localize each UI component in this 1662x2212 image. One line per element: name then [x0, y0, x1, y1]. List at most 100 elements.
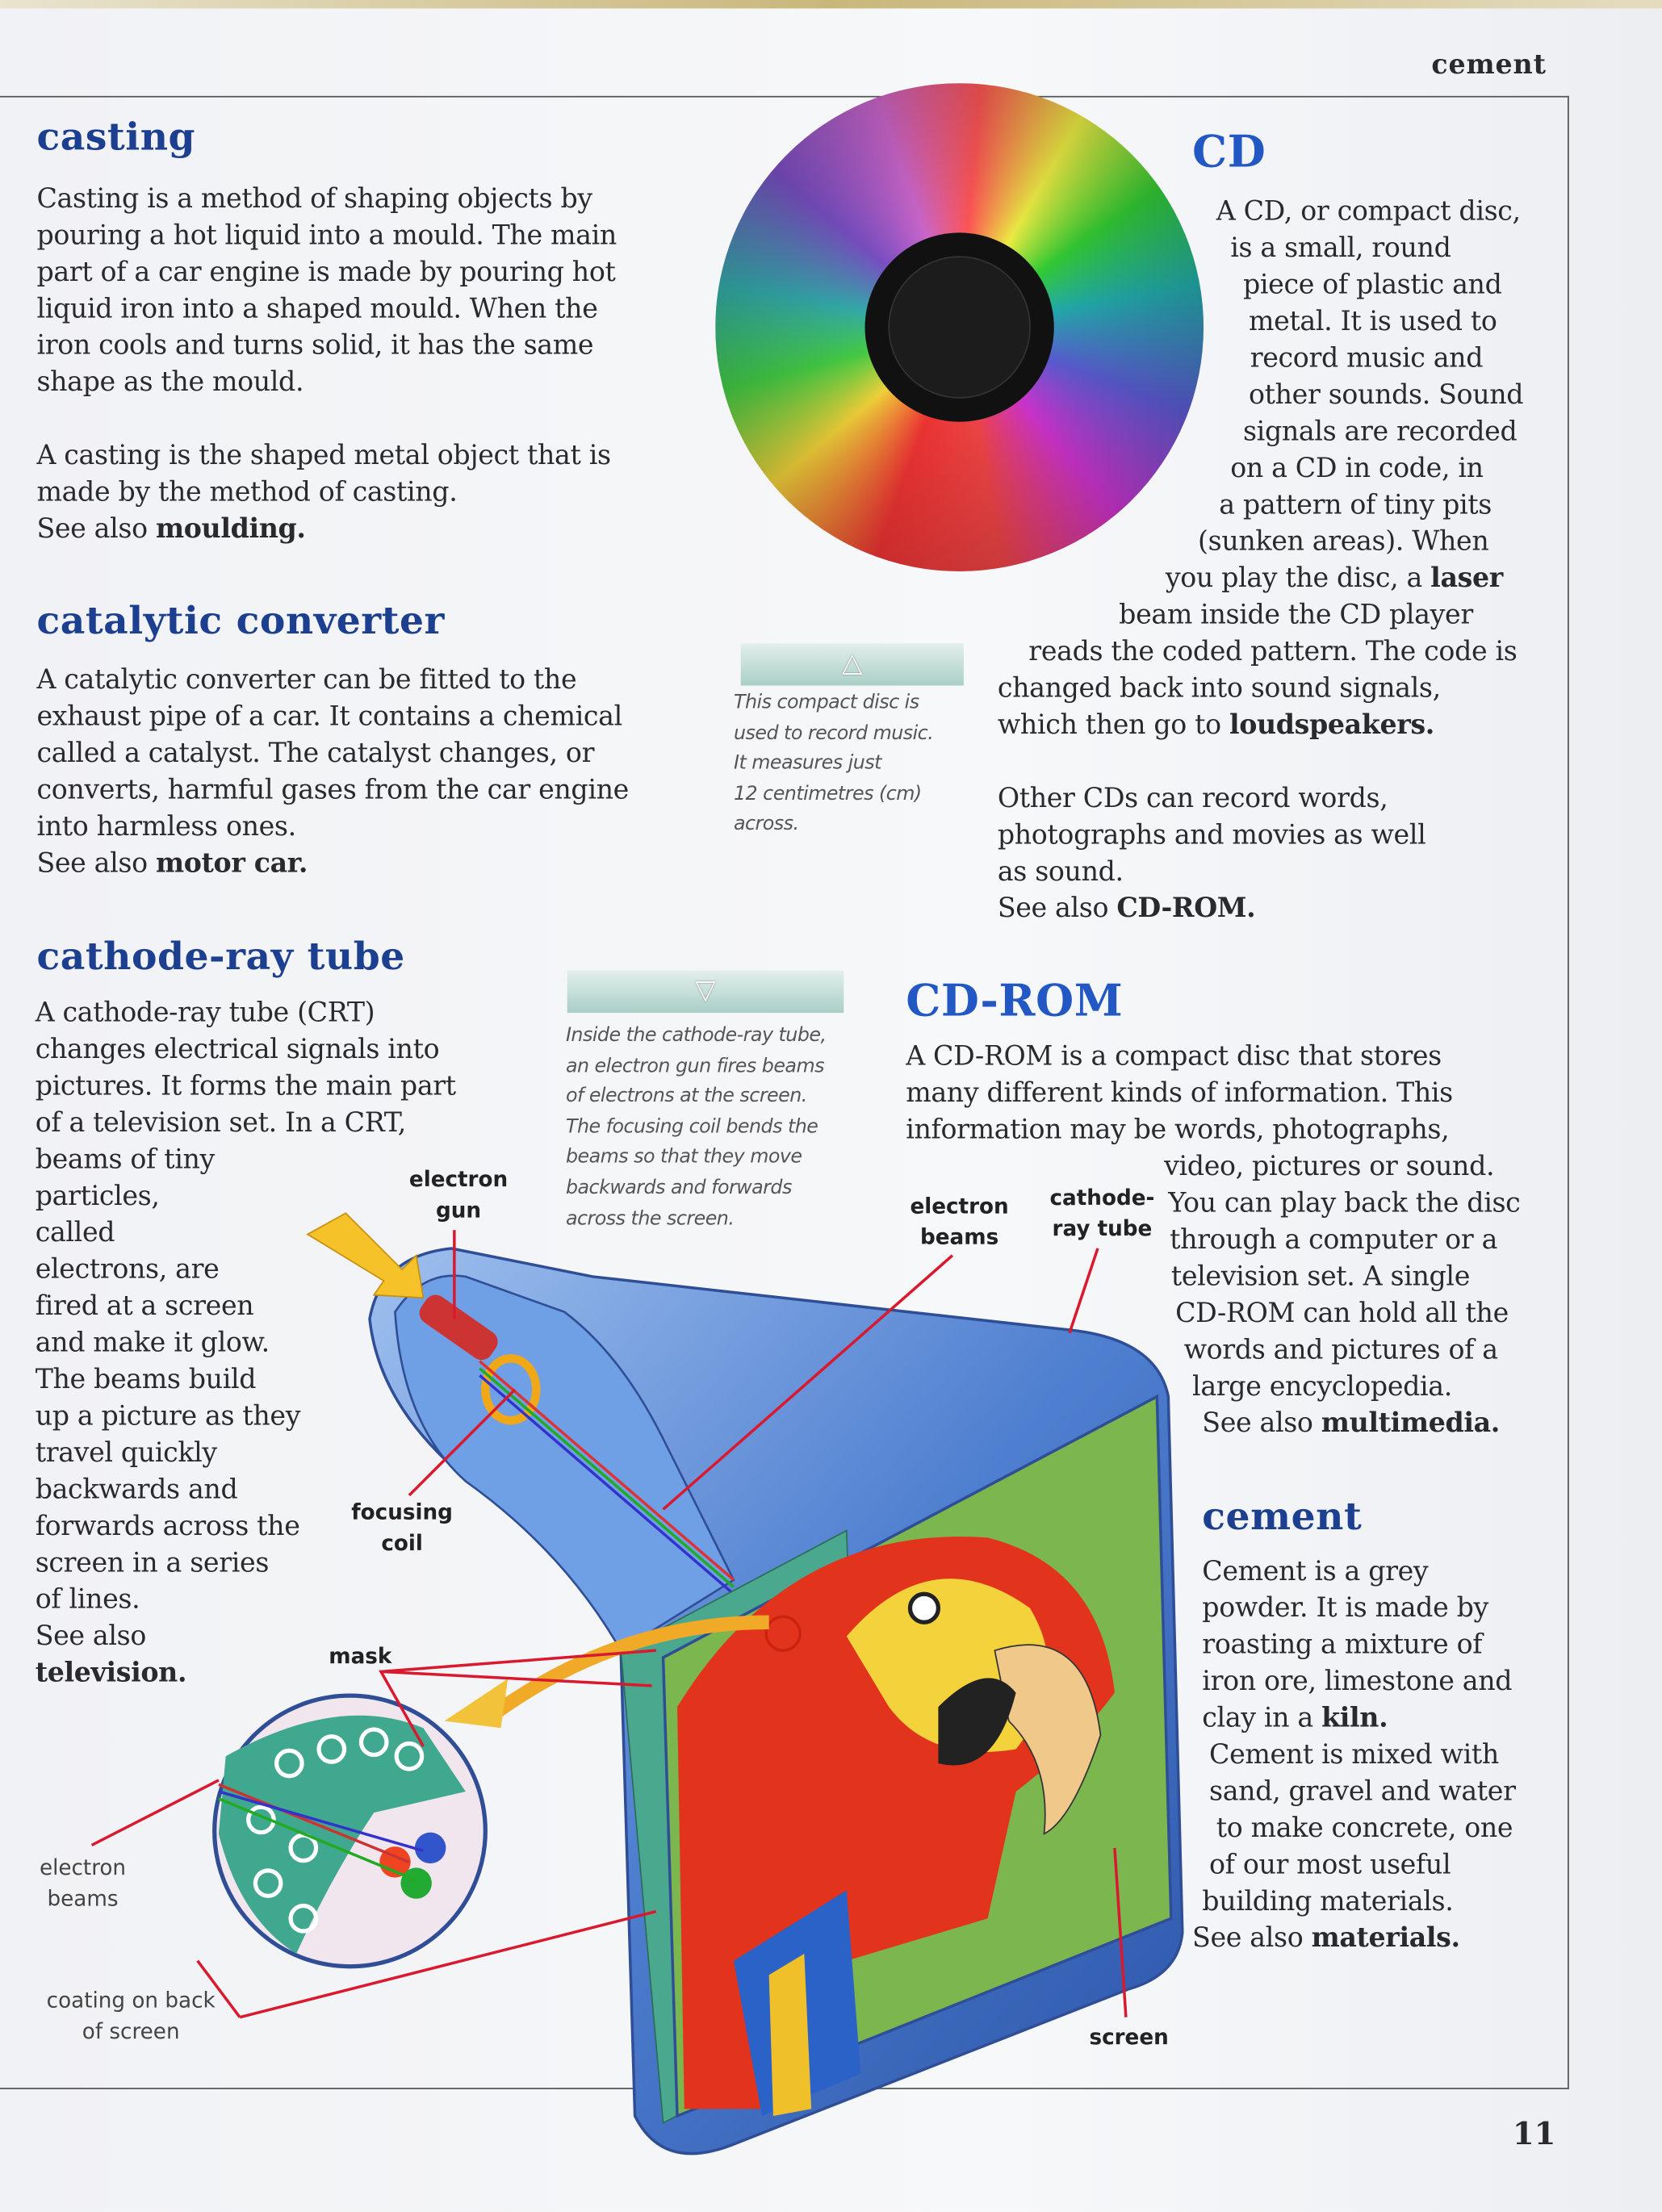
text-line: The beams build	[35, 1364, 257, 1395]
magnify-marker	[764, 1615, 802, 1652]
text-span: See also	[36, 513, 156, 545]
yellow-pointer-arrow	[306, 1212, 425, 1299]
text-line: made by the method of casting.	[36, 476, 458, 508]
label-screen: screen	[1089, 2024, 1169, 2050]
cross-reference-term: kiln.	[1321, 1702, 1388, 1734]
cross-reference-term: loudspeakers.	[1229, 709, 1435, 741]
text-line: is a small, round	[1230, 232, 1451, 264]
text-line: Casting is a method of shaping objects b…	[36, 183, 592, 215]
text-line: screen in a series	[35, 1547, 270, 1579]
text-line: as sound.	[997, 856, 1124, 888]
text-line: converts, harmful gases from the car eng…	[36, 774, 629, 806]
text-line: used to record music.	[733, 721, 934, 745]
label-mask: mask	[329, 1643, 392, 1669]
text-line: backwards and	[35, 1474, 238, 1506]
compact-disc-image	[715, 83, 1204, 571]
cross-reference-term: materials.	[1311, 1922, 1461, 1954]
text-line: iron ore, limestone and	[1202, 1666, 1513, 1697]
text-line: electrons, are	[35, 1253, 220, 1286]
text-span: which then go to	[997, 709, 1229, 741]
text-line: The focusing coil bends the	[565, 1115, 818, 1139]
text-line: piece of plastic and	[1242, 269, 1502, 301]
text-line: television.	[36, 1654, 456, 1691]
text-span: See also	[1202, 1407, 1321, 1439]
text-line: roasting a mixture of	[1202, 1629, 1483, 1661]
text-line: Other CDs can record words,	[997, 783, 1388, 814]
text-line: liquid iron into a shaped mould. When th…	[36, 293, 598, 325]
text-line: record music and	[1250, 342, 1484, 374]
pointer-lines	[90, 1230, 1128, 2019]
text-line: across the screen.	[565, 1206, 735, 1230]
text-line: into harmless ones.	[36, 811, 296, 843]
heading-cement: cement	[1202, 1495, 1363, 1540]
text-line: See also motor car.	[36, 845, 629, 881]
text-line: forwards across the	[35, 1511, 300, 1542]
text-line: of our most useful	[1209, 1849, 1451, 1881]
text-span: See also	[36, 847, 156, 880]
text-line: Cement is mixed with	[1209, 1739, 1499, 1771]
text-line: See also	[35, 1620, 147, 1652]
text-line: This compact disc is	[733, 691, 919, 714]
heading-cd: CD	[1192, 127, 1266, 178]
text-line: other sounds. Sound	[1248, 379, 1524, 411]
text-line: of a television set. In a CRT,	[35, 1107, 407, 1139]
electron-gun	[419, 1294, 498, 1361]
page-number: 11	[1512, 2116, 1556, 2153]
cross-reference-term: multimedia.	[1321, 1407, 1501, 1439]
down-triangle-icon: ▽	[695, 974, 716, 1006]
text-line: on a CD in code, in	[1230, 453, 1484, 484]
cross-reference-term: CD-ROM.	[1116, 893, 1256, 924]
text-line: fired at a screen	[35, 1290, 254, 1322]
text-line: signals are recorded	[1242, 416, 1518, 448]
text-line: which then go to loudspeakers.	[998, 707, 1523, 743]
text-line: television set. A single	[1170, 1261, 1471, 1293]
cross-reference-term: moulding.	[155, 513, 306, 545]
text-line: See also materials.	[1192, 1920, 1516, 1956]
text-line: called	[35, 1217, 115, 1248]
text-span: See also	[997, 893, 1117, 924]
cd-caption: This compact disc is used to record music…	[733, 688, 934, 841]
text-line: travel quickly	[35, 1437, 217, 1469]
text-line: many different kinds of information. Thi…	[906, 1077, 1453, 1109]
text-line: large encyclopedia.	[1192, 1371, 1452, 1403]
text-line: You can play back the disc	[1168, 1187, 1521, 1219]
text-line: A catalytic converter can be fitted to t…	[36, 664, 577, 696]
text-line: See also moulding.	[36, 511, 617, 547]
text-line: beams of tiny	[35, 1144, 216, 1176]
heading-catalytic-converter: catalytic converter	[36, 599, 445, 644]
text-line: metal. It is used to	[1248, 306, 1497, 337]
text-line: A CD-ROM is a compact disc that stores	[906, 1041, 1442, 1073]
heading-casting: casting	[36, 115, 196, 160]
cd-body: A CD, or compact disc, is a small, round p…	[997, 193, 1524, 926]
text-line: See also CD-ROM.	[998, 890, 1523, 926]
text-line: particles,	[35, 1181, 160, 1212]
cathode-ray-tube-body: A cathode-ray tube (CRT) changes electric…	[36, 994, 456, 1691]
text-line: to make concrete, one	[1216, 1813, 1513, 1844]
text-line: A CD, or compact disc,	[1216, 195, 1521, 228]
text-line: through a computer or a	[1170, 1224, 1498, 1256]
catalytic-converter-body: A catalytic converter can be fitted to t…	[36, 662, 629, 882]
text-line: shape as the mould.	[36, 366, 304, 398]
text-line: up a picture as they	[35, 1400, 301, 1432]
text-line: photographs and movies as well	[997, 819, 1426, 851]
heading-cd-rom: CD-ROM	[906, 976, 1124, 1027]
text-line: words and pictures of a	[1183, 1334, 1498, 1366]
focusing-coil	[481, 1354, 541, 1425]
text-line: across.	[733, 813, 799, 836]
text-line: Inside the cathode-ray tube,	[565, 1024, 827, 1047]
text-line: powder. It is made by	[1202, 1592, 1488, 1624]
text-line: changed back into sound signals,	[997, 672, 1441, 705]
text-line: A cathode-ray tube (CRT)	[35, 997, 375, 1029]
text-line: sand, gravel and water	[1209, 1775, 1516, 1808]
cd-rom-body: A CD-ROM is a compact disc that stores ma…	[906, 1039, 1521, 1442]
mask-inset	[212, 1693, 488, 1969]
text-line: a pattern of tiny pits	[1219, 489, 1492, 521]
text-line: iron cools and turns solid, it has the s…	[36, 330, 594, 362]
heading-cathode-ray-tube: cathode-ray tube	[36, 935, 405, 980]
text-line: changes electrical signals into	[35, 1034, 440, 1065]
